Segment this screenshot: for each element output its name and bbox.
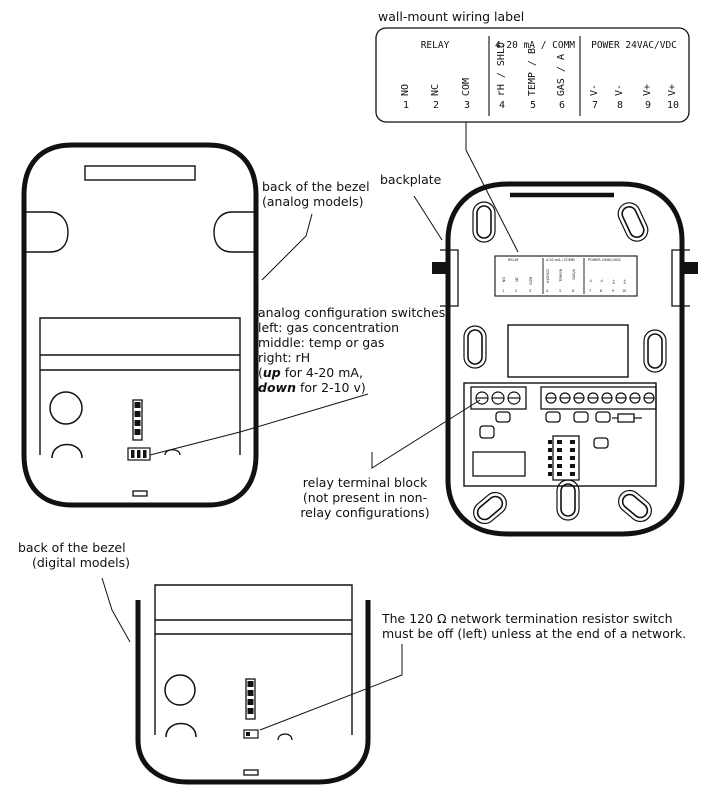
mini-group: RELAY (508, 258, 519, 262)
backplate (432, 181, 698, 537)
backplate-label: backplate (380, 172, 442, 187)
main-terminal-block (540, 386, 657, 410)
down-rest: for 2-10 v) (295, 380, 366, 395)
bezel-digital-line2: (digital models) (32, 555, 131, 570)
mini-number: 7 (589, 289, 592, 293)
wiring-group-comm: 4-20 mA / COMM (494, 40, 576, 51)
mini-terminal: V- (600, 279, 604, 283)
terminal-number: 3 (463, 100, 471, 111)
termination-resistor-switch (243, 729, 259, 739)
mini-number: 5 (559, 289, 562, 293)
terminal-name: TEMP / B (527, 47, 538, 96)
analog-switches-line2: left: gas concentration (258, 320, 400, 335)
terminal-number: 5 (529, 100, 537, 111)
wiring-group-power: POWER 24VAC/VDC (591, 40, 677, 51)
terminal-name: V- (614, 83, 625, 96)
terminal-number: 2 (432, 100, 440, 111)
bezel-digital-label: back of the bezel (digital models) (18, 540, 130, 570)
bezel-analog-line2: (analog models) (262, 194, 364, 209)
analog-bezel (21, 142, 259, 508)
wiring-label-box (375, 27, 690, 123)
terminal-number: 4 (498, 100, 506, 111)
mini-number: 9 (612, 289, 615, 293)
analog-switches-line4: right: rH (258, 350, 311, 365)
terminal-name: V- (589, 83, 600, 96)
relay-block-leader (371, 399, 481, 469)
terminal-name: NO (400, 83, 411, 96)
terminal-number: 7 (591, 100, 599, 111)
up-word: up (262, 365, 281, 380)
analog-switches-line5: (up for 4-20 mA, (258, 365, 363, 380)
terminal-number: 10 (666, 100, 680, 111)
terminal-number: 6 (558, 100, 566, 111)
relay-terminal-block (470, 386, 527, 410)
backplate-mini-label: RELAY 4-20 mA / COMM POWER 24VAC/VDC NO … (496, 257, 636, 295)
mini-terminal: V+ (623, 279, 627, 285)
resistor-leader (259, 644, 403, 731)
wiring-label-leader (465, 122, 519, 253)
mini-number: 4 (546, 289, 549, 293)
mini-terminal: V- (589, 279, 593, 283)
mini-number: 6 (572, 289, 575, 293)
resistor-label: The 120 Ω network termination resistor s… (382, 611, 686, 641)
terminal-name: rH / SHLD (496, 41, 507, 96)
mini-number: 1 (502, 289, 505, 293)
analog-switches-line6: down for 2-10 v) (258, 380, 445, 395)
digital-bezel (135, 584, 371, 785)
backplate-wiring-label (494, 255, 638, 297)
bezel-analog-leader (261, 213, 313, 281)
mini-terminal: COM (529, 277, 533, 285)
mini-terminal: GAS/A (572, 269, 576, 280)
analog-switches-line3: middle: temp or gas (258, 335, 385, 350)
mini-terminal: TEMP/B (559, 269, 563, 282)
mini-terminal: rH/SHLD (546, 269, 550, 284)
wall-mount-label-title: wall-mount wiring label (378, 9, 525, 24)
terminal-number: 1 (402, 100, 410, 111)
bezel-digital-leader (101, 577, 131, 643)
bezel-analog-label: back of the bezel (analog models) (262, 179, 370, 209)
up-rest: for 4-20 mA, (280, 365, 363, 380)
analog-switches-line1: analog configuration switches (258, 305, 446, 320)
relay-block-line2: (not present in non- (302, 490, 428, 505)
mini-terminal: V+ (612, 279, 616, 285)
mini-group: POWER 24VAC/VDC (588, 258, 622, 262)
terminal-number: 8 (616, 100, 624, 111)
terminal-name: COM (461, 77, 472, 96)
bezel-analog-line1: back of the bezel (262, 179, 370, 194)
mini-number: 2 (515, 289, 518, 293)
mini-group: 4-20 mA / COMM (546, 258, 575, 262)
mini-terminal: NO (502, 277, 506, 283)
terminal-name: V+ (642, 83, 653, 96)
bezel-digital-line1: back of the bezel (18, 540, 126, 555)
mini-number: 8 (600, 289, 603, 293)
mini-number: 3 (529, 289, 532, 293)
relay-block-line3: relay configurations) (300, 505, 430, 520)
relay-block-line1: relay terminal block (302, 475, 428, 490)
terminal-name: GAS / A (556, 53, 567, 96)
down-word: down (258, 380, 296, 395)
terminal-name: V+ (667, 83, 678, 96)
mini-number: 10 (622, 289, 627, 293)
mini-terminal: NC (515, 277, 519, 282)
backplate-leader (413, 195, 443, 241)
analog-switches-label: analog configuration switches left: gas … (258, 305, 445, 395)
resistor-line2: must be off (left) unless at the end of … (382, 626, 687, 641)
terminal-number: 9 (644, 100, 652, 111)
relay-block-label: relay terminal block (not present in non… (290, 475, 440, 520)
terminal-name: NC (430, 83, 441, 96)
resistor-line1: The 120 Ω network termination resistor s… (382, 611, 673, 626)
wiring-group-relay: RELAY (420, 40, 450, 51)
switch-leader (149, 393, 369, 456)
